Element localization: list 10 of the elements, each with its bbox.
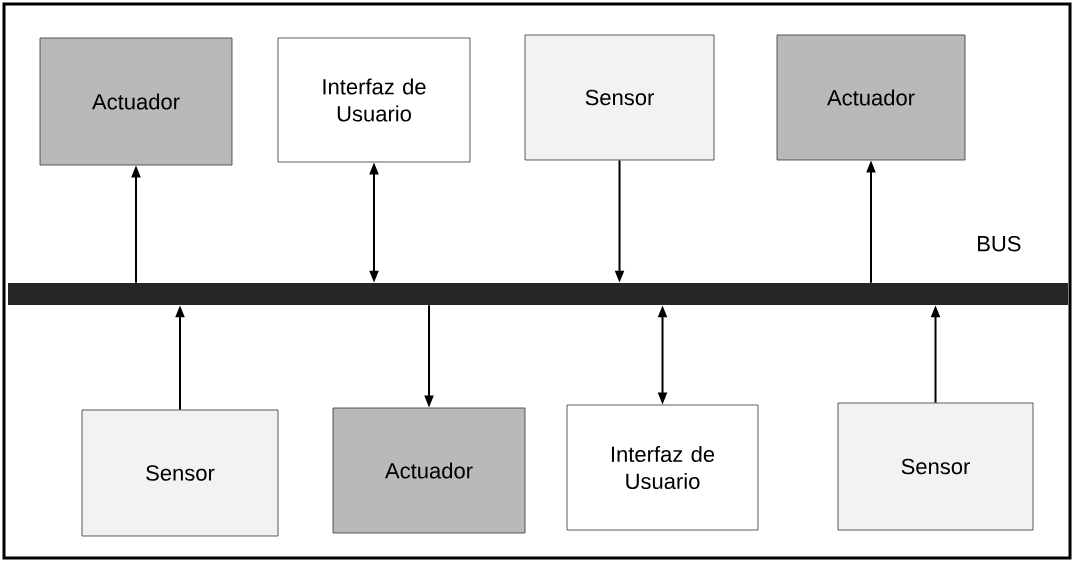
actuator-box: Actuador [332, 407, 526, 534]
actuator-box: Actuador [776, 34, 966, 161]
sensor-box: Sensor [81, 409, 279, 537]
interface-box: Interfaz de Usuario [277, 37, 471, 163]
actuator-box: Actuador [39, 37, 233, 166]
sensor-box: Sensor [524, 34, 715, 161]
interface-box: Interfaz de Usuario [566, 404, 759, 531]
sensor-box: Sensor [837, 402, 1034, 531]
bus-bar [8, 283, 1068, 305]
bus-label: BUS [978, 235, 1021, 252]
